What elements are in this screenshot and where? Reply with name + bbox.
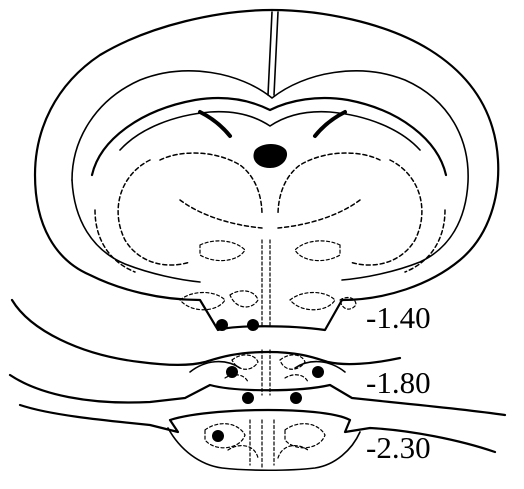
site-marker <box>212 430 224 442</box>
site-marker <box>216 319 228 331</box>
site-marker <box>247 319 259 331</box>
section-2-outline <box>10 300 505 415</box>
site-marker <box>312 366 324 378</box>
level-label-1: -1.40 <box>366 300 431 335</box>
site-marker <box>226 366 238 378</box>
site-marker <box>290 392 302 404</box>
level-label-2: -1.80 <box>366 365 431 400</box>
level-label-3: -2.30 <box>366 430 431 465</box>
site-marker <box>242 392 254 404</box>
section-1-outline <box>35 10 498 330</box>
